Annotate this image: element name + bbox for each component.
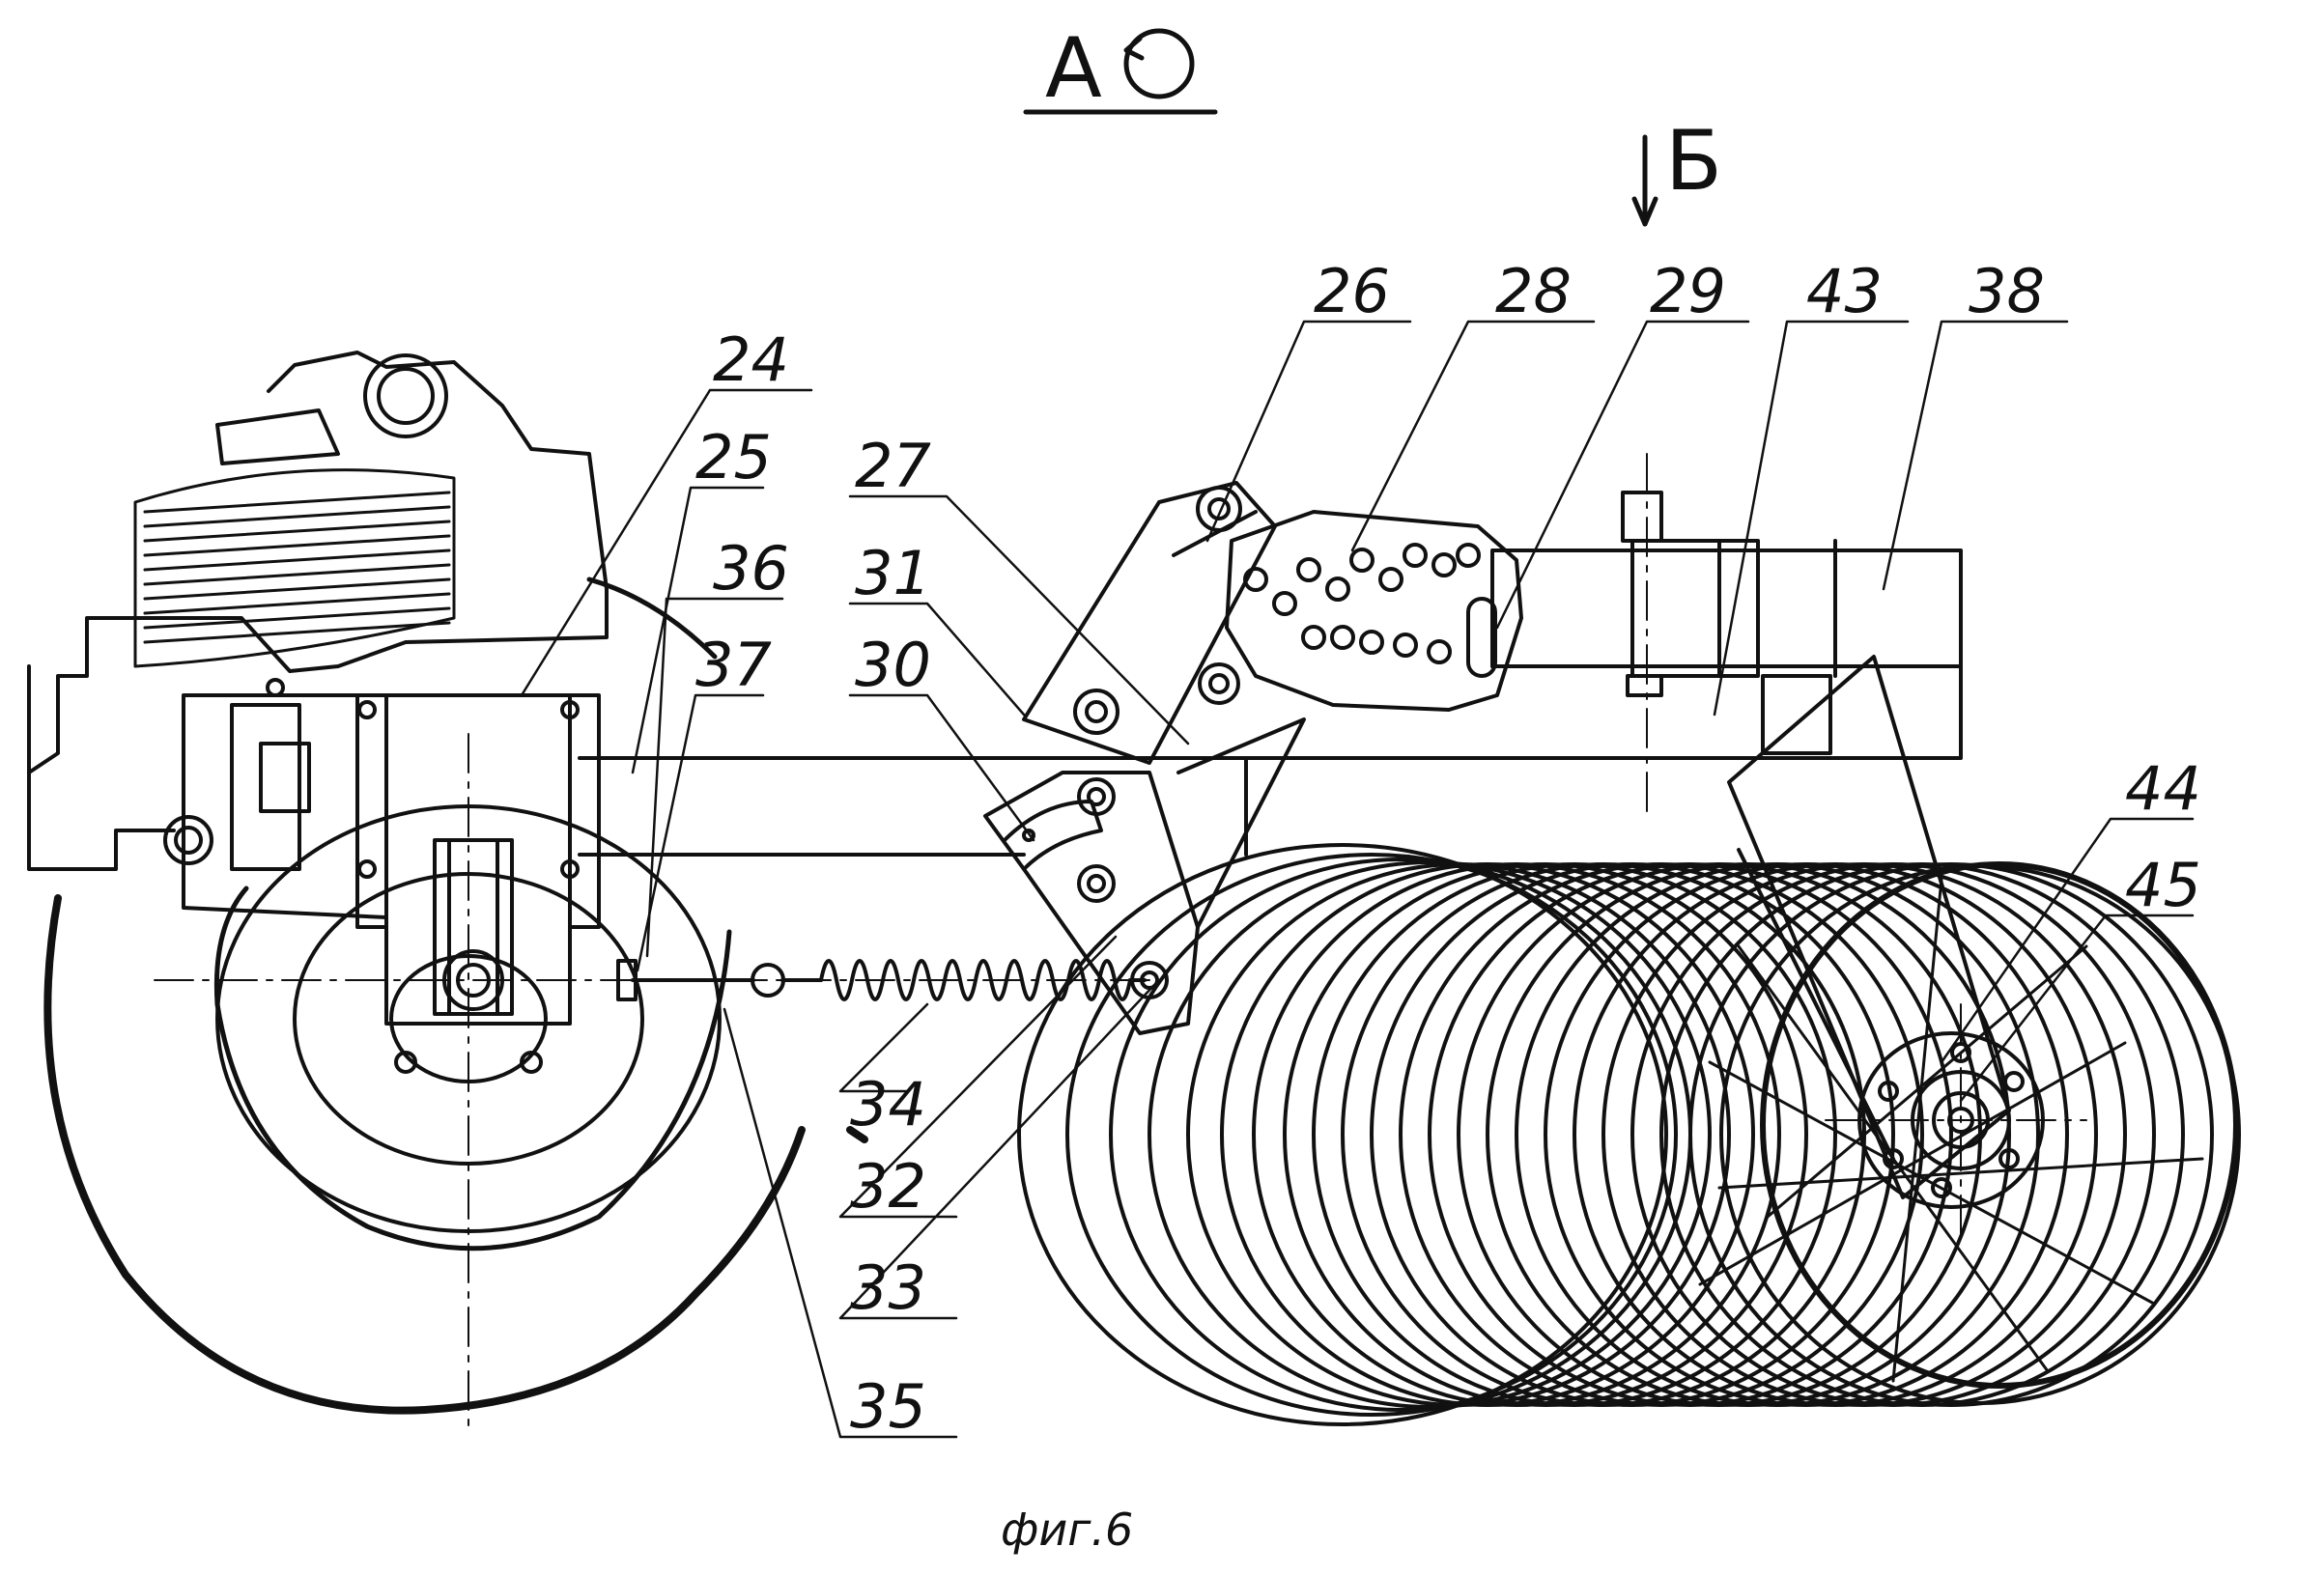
label-29: 29 bbox=[1650, 256, 1726, 326]
section-label: Б bbox=[1665, 113, 1722, 210]
view-marker: А bbox=[1023, 20, 1218, 117]
label-26: 26 bbox=[1314, 256, 1390, 326]
coil-roller bbox=[1017, 843, 2241, 1426]
label-37: 37 bbox=[695, 630, 772, 700]
position-labels: 24 25 36 37 27 31 30 26 28 29 43 38 44 4… bbox=[695, 256, 2201, 1442]
label-31: 31 bbox=[855, 538, 931, 608]
support-wheel bbox=[43, 804, 868, 1415]
label-43: 43 bbox=[1806, 256, 1883, 326]
upper-beam bbox=[1490, 491, 1963, 755]
label-45: 45 bbox=[2125, 850, 2201, 920]
adjustment-plate bbox=[1198, 510, 1523, 712]
rotation-icon bbox=[1123, 28, 1195, 99]
label-44: 44 bbox=[2125, 753, 2201, 824]
label-30: 30 bbox=[855, 630, 931, 700]
label-28: 28 bbox=[1495, 256, 1572, 326]
label-34: 34 bbox=[850, 1069, 926, 1139]
label-35: 35 bbox=[850, 1371, 926, 1442]
label-27: 27 bbox=[855, 431, 931, 501]
leader-lines bbox=[520, 320, 2195, 1439]
arm bbox=[1022, 481, 1277, 765]
view-label: А bbox=[1045, 20, 1102, 117]
label-32: 32 bbox=[850, 1151, 926, 1222]
label-38: 38 bbox=[1969, 256, 2045, 326]
label-33: 33 bbox=[850, 1252, 926, 1323]
section-arrow: Б bbox=[1631, 113, 1722, 227]
label-25: 25 bbox=[695, 422, 772, 492]
label-36: 36 bbox=[713, 533, 789, 604]
figure-caption: фиг.6 bbox=[1001, 1504, 1133, 1556]
ribbed-pad bbox=[133, 468, 456, 668]
frame-body bbox=[27, 351, 718, 871]
center-lines bbox=[154, 453, 2087, 1430]
mount-bracket bbox=[163, 678, 601, 1026]
label-24: 24 bbox=[713, 324, 789, 395]
